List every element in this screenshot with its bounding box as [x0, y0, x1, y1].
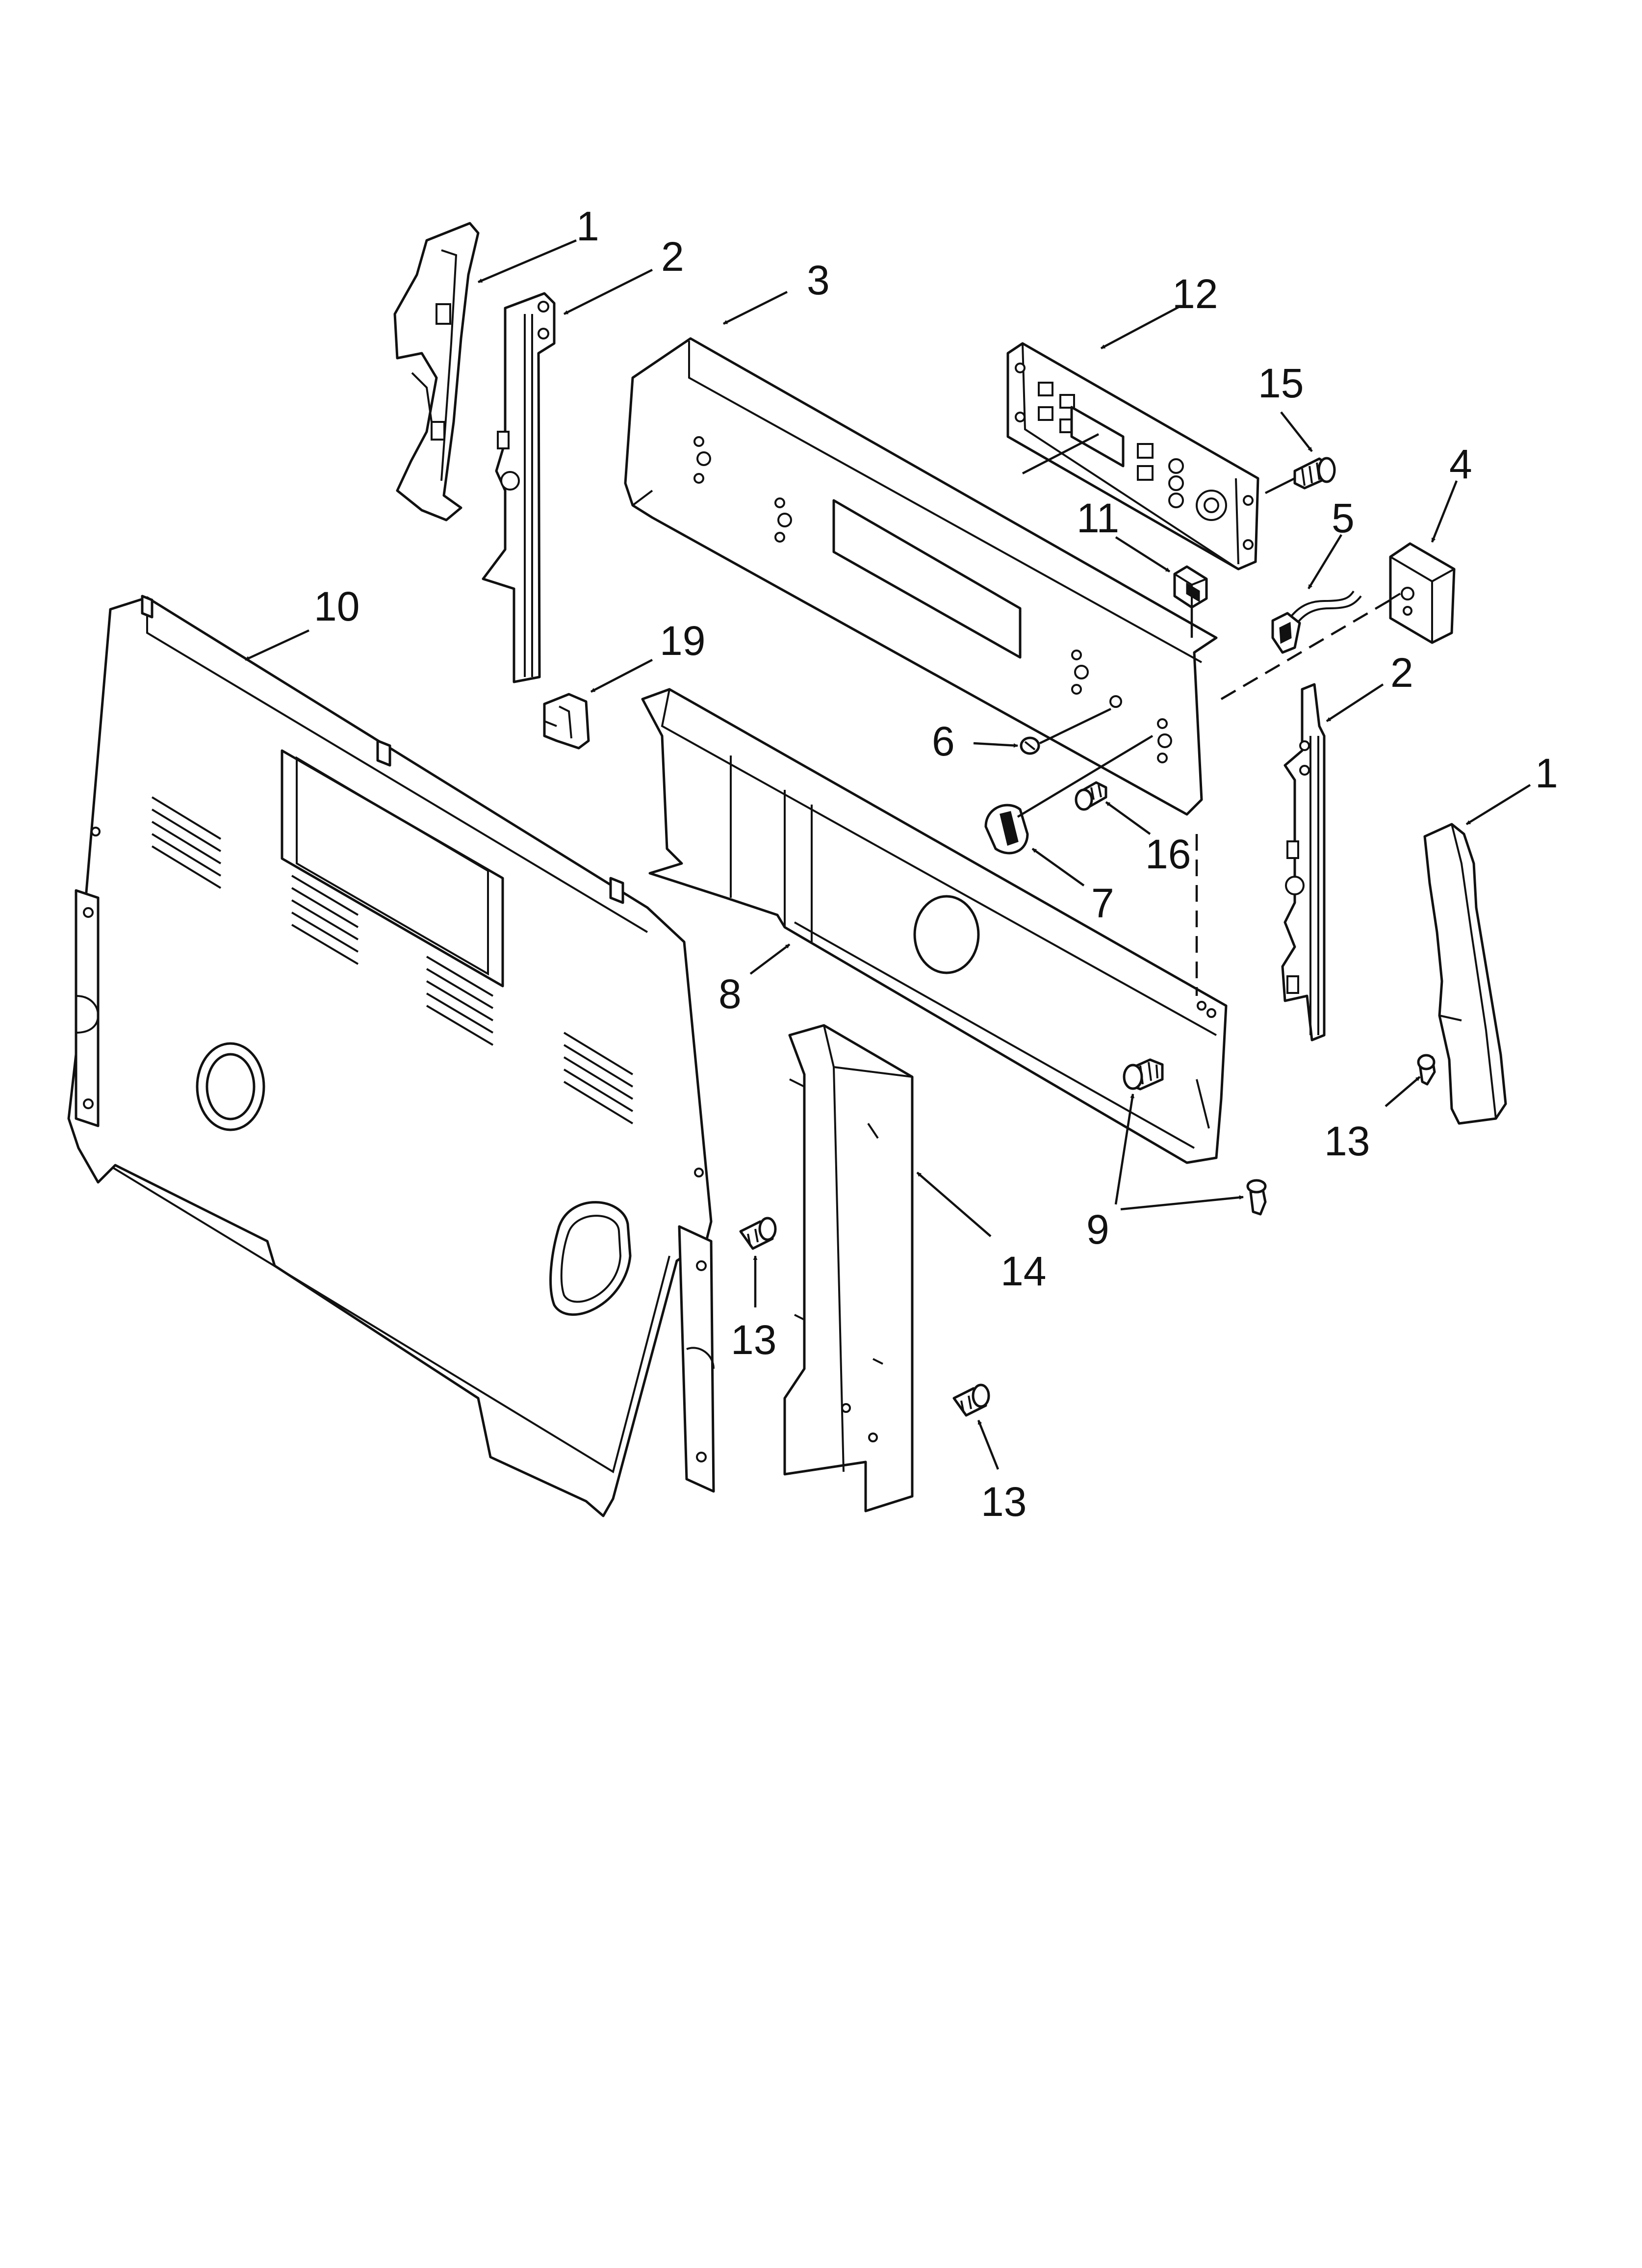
callout-8: 8	[718, 971, 742, 1017]
manifold-panel-part	[641, 688, 1228, 1164]
screw-part-13-lower	[952, 1383, 990, 1417]
callout-16: 16	[1145, 831, 1191, 877]
leader-19	[590, 659, 653, 693]
leader-1a	[478, 239, 577, 284]
callout-5: 5	[1332, 495, 1355, 541]
end-cap-right-part	[1423, 823, 1507, 1125]
leader-10	[245, 629, 309, 661]
screw-part-15	[1293, 457, 1336, 490]
leader-2a	[563, 268, 653, 315]
callout-13-middle: 13	[731, 1317, 776, 1363]
leader-3	[722, 290, 788, 325]
callout-14: 14	[1001, 1248, 1046, 1294]
screw-part-9-upper	[1123, 1058, 1164, 1091]
leader-7-panel	[1017, 735, 1154, 818]
leader-13b	[1385, 1076, 1421, 1107]
leader-arrows	[245, 239, 1531, 1470]
leader-7	[1031, 848, 1085, 886]
leader-9b	[1120, 1195, 1244, 1211]
end-cap-left-part	[393, 222, 480, 521]
control-switch-part	[1389, 542, 1456, 644]
leader-12	[1100, 306, 1180, 349]
callout-6: 6	[932, 718, 955, 764]
callout-2-right: 2	[1390, 650, 1413, 696]
callout-19: 19	[660, 618, 705, 664]
callout-3: 3	[807, 257, 830, 303]
control-panel-part	[624, 337, 1218, 816]
wire-harness-part	[1271, 590, 1362, 654]
leader-2b	[1326, 683, 1384, 722]
callout-9: 9	[1086, 1206, 1109, 1252]
callout-15: 15	[1258, 360, 1304, 406]
electronic-clock-part	[1006, 342, 1259, 571]
leader-15-clock	[1264, 477, 1296, 495]
callout-13-lower: 13	[981, 1479, 1026, 1525]
leader-9a	[1114, 1094, 1135, 1205]
rear-panel-part	[67, 595, 715, 1517]
callout-7: 7	[1091, 880, 1114, 926]
leader-12-display	[1022, 433, 1100, 474]
screw-part-6	[1020, 736, 1040, 755]
callout-10: 10	[314, 583, 359, 629]
leader-6-panel	[1039, 707, 1111, 745]
screw-part-16	[1075, 781, 1107, 811]
callout-1-left: 1	[576, 203, 599, 249]
leader-5	[1308, 534, 1342, 590]
leader-4	[1431, 480, 1458, 543]
leader-1b	[1465, 784, 1531, 825]
callout-13-right: 13	[1324, 1118, 1370, 1164]
leader-11	[1115, 536, 1171, 573]
callout-12: 12	[1172, 271, 1218, 317]
channel-part	[783, 1024, 914, 1512]
callout-4: 4	[1449, 441, 1472, 487]
knob-part	[984, 804, 1029, 855]
leader-15	[1280, 411, 1313, 452]
screw-part-13-middle	[739, 1217, 777, 1250]
leader-8	[749, 943, 791, 975]
callout-labels: 1 2 3 12 15 4 5 11 10 19 2 1 6 16 7 8 13…	[314, 203, 1558, 1525]
leader-6	[973, 742, 1018, 748]
callout-2-left: 2	[661, 234, 684, 280]
switch-part	[1173, 565, 1208, 609]
callout-1-right: 1	[1535, 750, 1558, 796]
dash-panel-to-switch	[1220, 598, 1394, 700]
leader-13c	[977, 1420, 1000, 1470]
bracket-left-part	[482, 292, 556, 683]
screw-part-13-right	[1417, 1054, 1436, 1086]
callout-11: 11	[1077, 495, 1119, 541]
clip-part	[543, 693, 590, 750]
screw-part-9-lower	[1246, 1179, 1267, 1216]
alignment-lines	[1195, 598, 1394, 996]
bracket-right-part	[1281, 683, 1326, 1042]
leader-14	[916, 1172, 992, 1237]
leader-16	[1105, 801, 1151, 835]
